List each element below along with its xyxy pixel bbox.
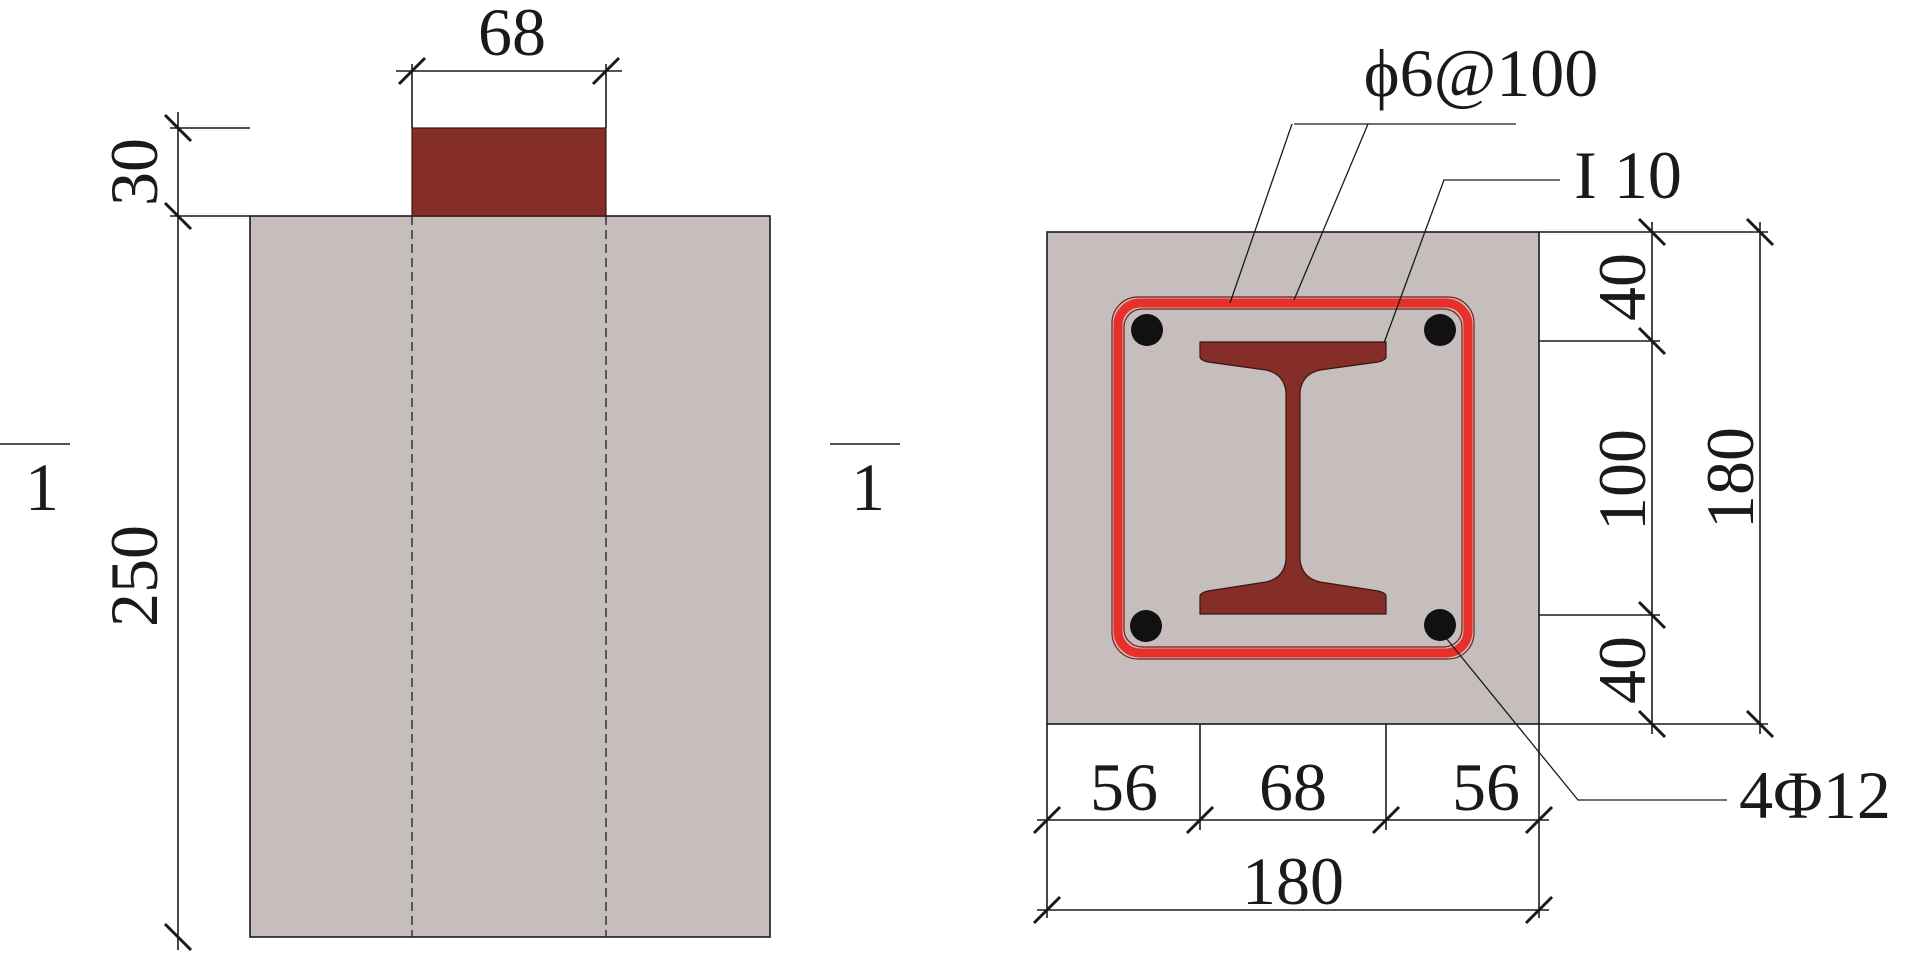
rebar-top-left (1131, 314, 1163, 346)
rebar-top-right (1424, 314, 1456, 346)
dimension-left-vertical: 30 250 (96, 112, 250, 952)
cross-section-view: ϕ6@100 I 10 4Φ12 40 100 (1032, 35, 1891, 925)
steel-section-label: I 10 (1574, 137, 1682, 213)
top-width-label: 68 (478, 0, 546, 70)
stirrup-tie (1113, 298, 1473, 658)
rebar-bottom-left (1130, 610, 1162, 642)
right-dim-middle: 100 (1584, 429, 1660, 531)
dimension-right-vertical: 40 100 40 180 (1539, 217, 1775, 739)
steel-section-protrusion (411, 127, 607, 217)
stirrup-label: ϕ6@100 (1364, 35, 1598, 111)
bottom-dim-total: 180 (1242, 843, 1344, 919)
bottom-dim-right: 56 (1452, 749, 1520, 825)
column-height-label: 250 (96, 525, 172, 627)
leader-stirrup: ϕ6@100 (1229, 35, 1598, 304)
svg-text:1: 1 (25, 449, 59, 525)
i-beam-steel-section (1199, 341, 1387, 615)
top-height-label: 30 (96, 138, 172, 206)
rebar-bottom-right (1424, 609, 1456, 641)
elevation-view: 68 30 250 1 1 (0, 0, 900, 952)
section-mark-right: 1 (830, 443, 900, 525)
svg-text:1: 1 (851, 449, 885, 525)
right-dim-total: 180 (1692, 427, 1768, 529)
bottom-dim-middle: 68 (1259, 749, 1327, 825)
right-dim-top: 40 (1584, 253, 1660, 321)
bottom-dim-left: 56 (1090, 749, 1158, 825)
dimension-bottom-horizontal: 56 68 56 180 (1032, 724, 1554, 925)
concrete-column-elevation (249, 215, 771, 938)
leader-steel-section: I 10 (1383, 137, 1682, 344)
section-mark-left: 1 (0, 443, 70, 525)
right-dim-bottom: 40 (1584, 636, 1660, 704)
leader-rebar: 4Φ12 (1445, 637, 1891, 833)
rebar-label: 4Φ12 (1739, 757, 1891, 833)
dimension-top-width: 68 (396, 0, 622, 128)
